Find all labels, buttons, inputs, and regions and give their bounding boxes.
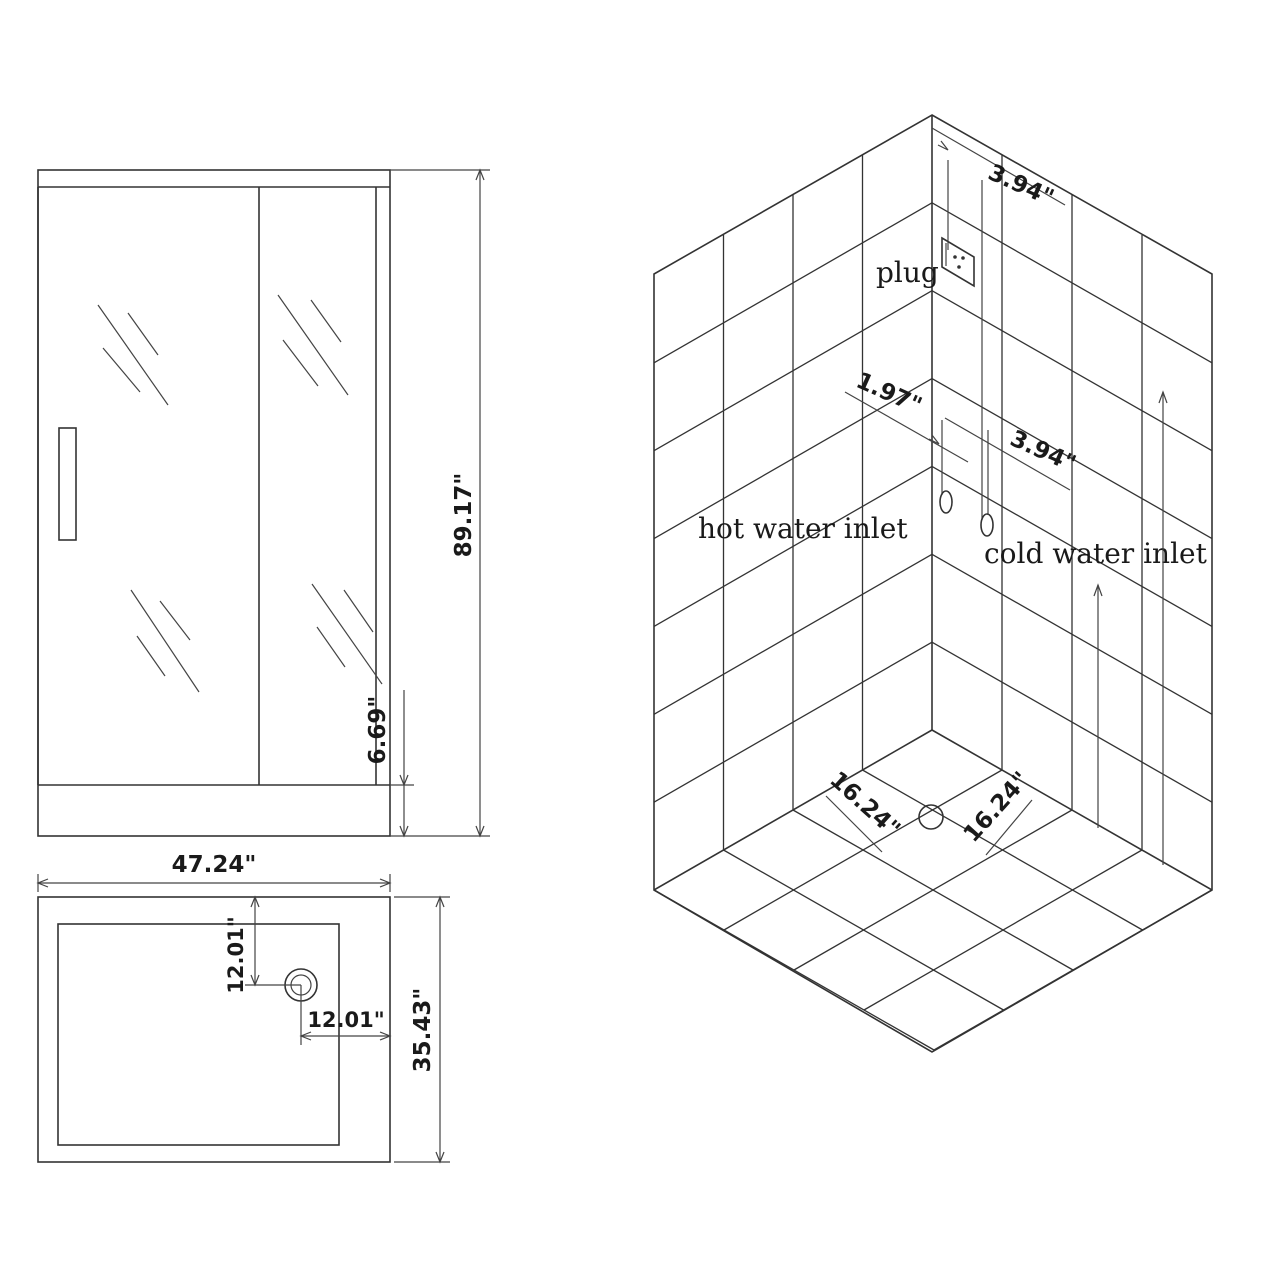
tile-grid-line [653, 553, 933, 715]
inlet-offset-label: 3.94" [1006, 426, 1079, 478]
width-dimension [36, 874, 392, 892]
drain-left-dimension [825, 795, 883, 853]
tile-grid-line [931, 553, 1213, 715]
base-height-dimension [390, 690, 414, 838]
cold-water-inlet-label: cold water inlet [984, 537, 1208, 570]
drain-side-dimension-label: 12.01" [307, 1008, 384, 1032]
tile-grid-line [793, 809, 1073, 971]
tray-outline [37, 896, 391, 1163]
corner-outline [653, 114, 1213, 1053]
door-handle [58, 427, 77, 541]
inlet-height-dimension [1093, 583, 1103, 828]
depth-dimension-label: 35.43" [410, 988, 436, 1073]
inlet-gap-dimension [844, 391, 969, 495]
hot-water-inlet [939, 490, 953, 514]
depth-dimension [394, 895, 450, 1164]
plug-label: plug [876, 256, 939, 289]
width-dimension-label: 47.24" [172, 852, 257, 878]
inlet-offset-dimension [944, 417, 1071, 515]
tile-grid-line [653, 641, 933, 803]
drain-right-dimension [985, 799, 1033, 856]
tile-grid-line [653, 889, 935, 1051]
plug-offset-dimension [931, 127, 1066, 520]
drain-left-label: 16.24" [825, 767, 905, 843]
tile-grid-line [931, 202, 1213, 364]
tile-grid-line [931, 290, 1213, 452]
tile-grid-line [931, 465, 1213, 627]
tile-grid-line [863, 849, 1143, 1011]
drain-right-label: 16.24" [959, 767, 1035, 847]
cold-water-inlet [980, 513, 994, 537]
plug-height-dimension [1158, 390, 1168, 865]
drain-back-dimension [245, 895, 301, 987]
height-dimension [390, 168, 490, 838]
base-height-dimension-label: 6.69" [365, 696, 391, 765]
top-view: 47.24" 12.01" 12.01" 35.43" [36, 852, 450, 1164]
tile-grid-line [653, 378, 933, 540]
tile-grid-line [653, 202, 933, 364]
inlet-gap-label: 1.97" [852, 368, 925, 420]
plug-outlet [941, 236, 975, 288]
wall-corner-view: plug 3.94" 1.97" 3.94" hot water inlet c… [653, 114, 1213, 1053]
hot-water-inlet-label: hot water inlet [698, 512, 908, 545]
glass-reflection-marks [97, 294, 383, 693]
drain-back-dimension-label: 12.01" [224, 916, 248, 993]
tile-grid-line [653, 465, 933, 627]
front-view: 89.17" 6.69" [37, 168, 490, 838]
tile-grid [653, 155, 1213, 1051]
tile-grid-line [931, 378, 1213, 540]
tile-grid-line [653, 290, 933, 452]
enclosure-outline [37, 169, 391, 837]
tile-grid-line [933, 889, 1213, 1051]
tile-grid-line [723, 849, 1004, 1011]
height-dimension-label: 89.17" [451, 473, 477, 558]
tile-grid-line [931, 641, 1213, 803]
floor-drain [918, 804, 944, 830]
drain-side-dimension [299, 985, 392, 1045]
tray-inner-outline [57, 923, 340, 1146]
plug-offset-label: 3.94" [984, 160, 1057, 212]
